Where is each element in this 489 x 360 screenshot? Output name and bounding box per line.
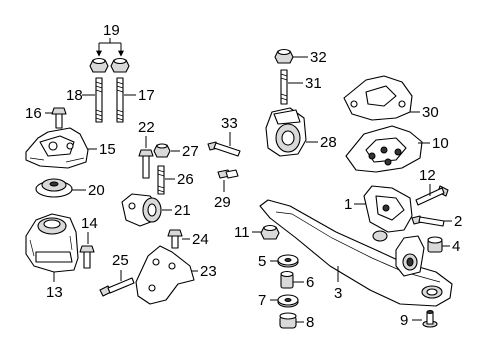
callout-20: 20	[88, 182, 105, 199]
nut-part-11	[260, 224, 280, 240]
bolt-part-14	[79, 245, 95, 269]
callout-22: 22	[138, 119, 155, 136]
bracket-part-23	[135, 245, 195, 305]
stud-part-17	[116, 77, 124, 123]
callout-17: 17	[138, 87, 155, 104]
callout-32: 32	[310, 49, 327, 66]
callout-16: 16	[25, 105, 42, 122]
bolt-part-33	[207, 141, 241, 157]
callout-14: 14	[81, 215, 98, 232]
callout-9: 9	[400, 312, 408, 329]
nut-part-19b	[110, 57, 130, 73]
bolt-part-24	[167, 229, 183, 249]
callout-33: 33	[221, 115, 238, 132]
callout-21: 21	[174, 202, 191, 219]
callout-3: 3	[334, 285, 342, 302]
callout-23: 23	[200, 263, 217, 280]
callout-27: 27	[182, 143, 199, 160]
nut-part-19a	[89, 57, 109, 73]
callout-26: 26	[177, 171, 194, 188]
callout-10: 10	[432, 135, 449, 152]
callout-11: 11	[234, 224, 250, 241]
callout-15: 15	[99, 141, 116, 158]
bushing-part-4	[427, 236, 443, 253]
callout-29: 29	[214, 194, 231, 211]
bolt-part-16	[51, 107, 67, 129]
callout-13: 13	[46, 284, 63, 301]
stud-part-26	[157, 165, 165, 195]
insulator-part-20	[35, 178, 73, 198]
callout-7: 7	[258, 292, 266, 309]
washer-part-7	[277, 294, 299, 308]
mount-part-21	[121, 193, 162, 227]
mount-part-1	[363, 185, 413, 233]
callout-19-leader	[96, 38, 124, 57]
nut-part-32	[274, 48, 294, 64]
callout-2: 2	[454, 213, 462, 230]
callout-4: 4	[452, 238, 460, 255]
callout-8: 8	[306, 314, 314, 331]
stud-part-31	[280, 69, 288, 105]
bolt-part-12	[415, 185, 449, 206]
callout-28: 28	[320, 134, 337, 151]
callout-24: 24	[192, 231, 209, 248]
callout-6: 6	[306, 274, 314, 291]
callout-1: 1	[344, 196, 352, 213]
bolt-part-2	[411, 215, 445, 227]
spacer-part-6	[280, 270, 294, 289]
nut-part-27	[153, 143, 171, 158]
callout-30: 30	[422, 104, 439, 121]
callout-12: 12	[419, 167, 436, 184]
bolt-part-9	[422, 310, 438, 328]
callout-5: 5	[258, 253, 266, 270]
callout-18: 18	[66, 87, 83, 104]
bolt-part-29	[217, 169, 239, 179]
mount-on-crossmember	[395, 235, 425, 277]
bolt-part-25	[99, 277, 135, 297]
stud-part-18	[95, 77, 103, 123]
bracket-part-30	[343, 75, 413, 121]
washer-part-5	[277, 254, 299, 268]
bushing-part-8	[279, 312, 297, 329]
mount-bracket-part-15	[25, 127, 89, 169]
crossmember-part-3	[259, 199, 453, 307]
bracket-part-10	[345, 125, 423, 173]
mount-part-28	[265, 107, 307, 157]
bolt-part-22	[138, 149, 154, 179]
callout-19: 19	[103, 22, 120, 39]
engine-mount-part-13	[25, 213, 79, 273]
callout-25: 25	[112, 252, 129, 269]
callout-31: 31	[305, 75, 322, 92]
